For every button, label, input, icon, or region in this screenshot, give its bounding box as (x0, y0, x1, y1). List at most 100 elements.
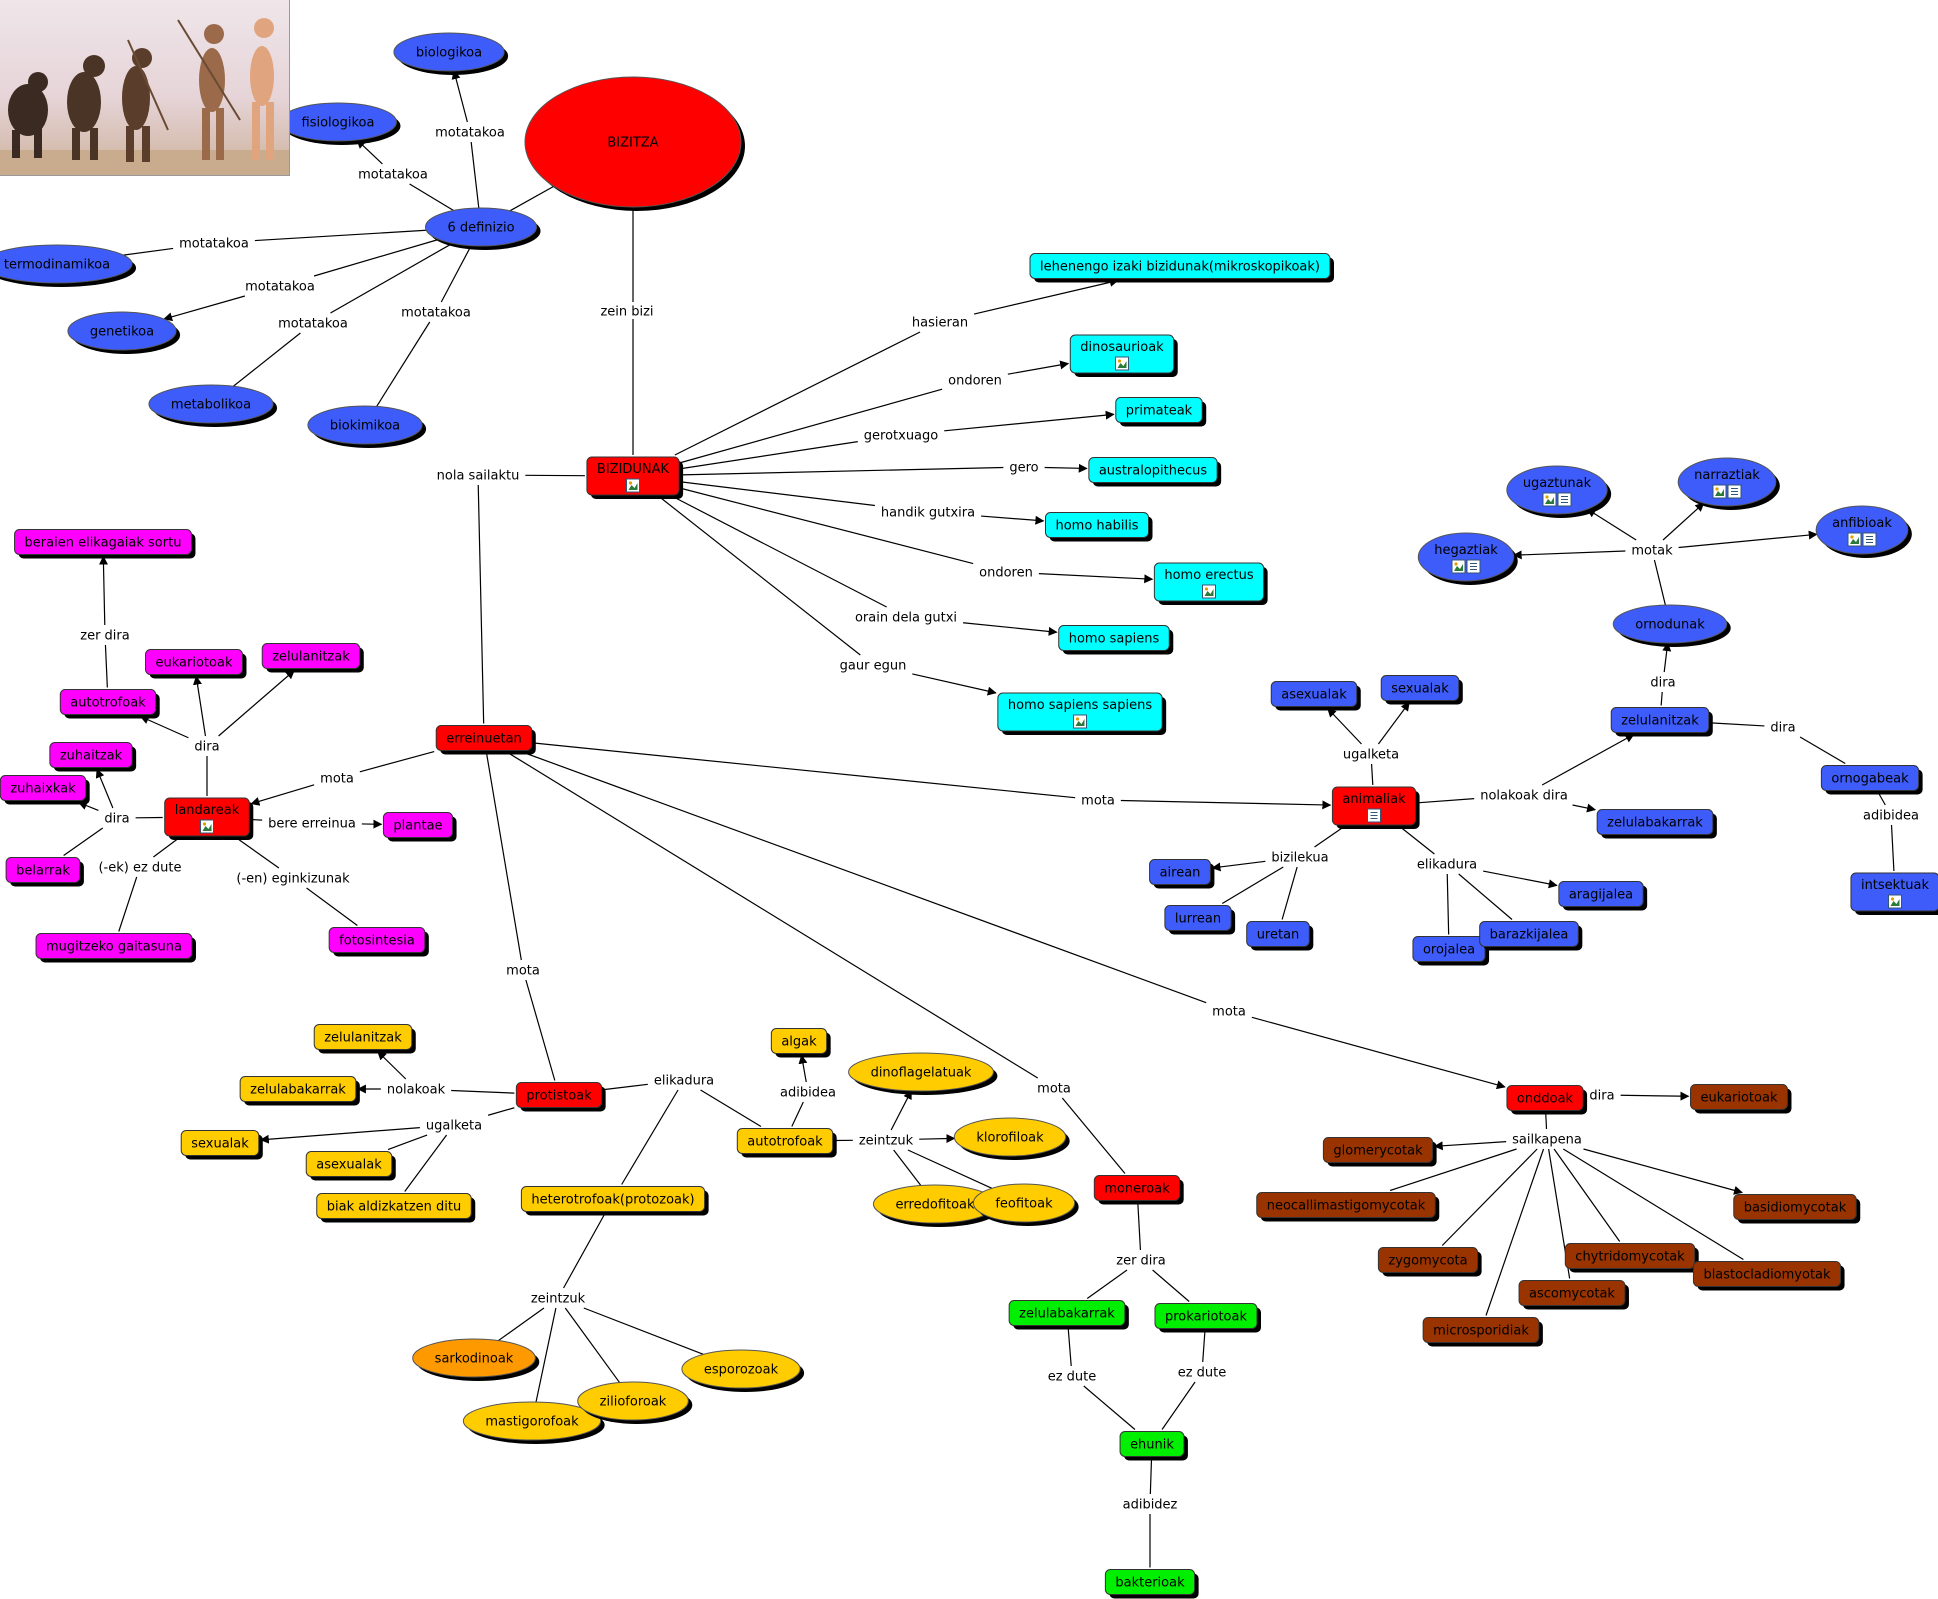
concept-node-airean[interactable]: airean (1149, 859, 1215, 889)
node-label: aragijalea (1569, 888, 1633, 903)
concept-node-ehunik[interactable]: ehunik (1119, 1431, 1188, 1461)
concept-node-autotrofoak-m[interactable]: autotrofoak (59, 689, 160, 719)
picture-icon[interactable] (1451, 559, 1466, 574)
concept-node-ugaztunak[interactable]: ugaztunak (1506, 465, 1612, 518)
document-icon[interactable] (1367, 808, 1381, 823)
concept-node-habilis[interactable]: homo habilis (1044, 512, 1153, 542)
concept-node-metabolikoa[interactable]: metabolikoa (148, 384, 278, 427)
concept-node-sapiens[interactable]: homo sapiens (1058, 625, 1174, 655)
concept-node-moneroak[interactable]: moneroak (1093, 1175, 1184, 1205)
concept-node-animaliak[interactable]: animaliak (1331, 786, 1420, 829)
concept-node-neocalli[interactable]: neocallimastigomycotak (1256, 1192, 1440, 1222)
concept-node-biokimikoa[interactable]: biokimikoa (307, 405, 427, 448)
concept-node-autotrofoak-y[interactable]: autotrofoak (736, 1128, 837, 1158)
picture-icon[interactable] (200, 819, 214, 834)
picture-icon[interactable] (1542, 492, 1557, 507)
concept-node-sexualak-b[interactable]: sexualak (1380, 675, 1463, 705)
concept-node-zuhaitzak[interactable]: zuhaitzak (49, 742, 137, 772)
concept-node-zelulanitzak-b[interactable]: zelulanitzak (1610, 707, 1713, 737)
concept-node-narraztiak[interactable]: narraztiak (1677, 457, 1780, 510)
concept-node-feofitoak[interactable]: feofitoak (972, 1183, 1079, 1226)
concept-node-bizidunak[interactable]: BIZIDUNAK (586, 456, 684, 499)
concept-node-dinosaurioak[interactable]: dinosaurioak (1069, 334, 1178, 377)
concept-node-sarkodinoak[interactable]: sarkodinoak (412, 1338, 540, 1381)
concept-node-erreinuetan[interactable]: erreinuetan (435, 725, 536, 755)
picture-icon[interactable] (1202, 584, 1216, 599)
concept-node-intsektuak[interactable]: intsektuak (1850, 872, 1938, 915)
concept-node-ornogabeak[interactable]: ornogabeak (1820, 765, 1923, 795)
concept-node-erredofitoak[interactable]: erredofitoak (872, 1184, 1001, 1227)
concept-node-zuhaixkak[interactable]: zuhaixkak (0, 775, 90, 805)
concept-node-termodinamikoa[interactable]: termodinamikoa (0, 244, 137, 287)
concept-node-zelulabakarrak-g[interactable]: zelulabakarrak (1008, 1300, 1129, 1330)
concept-node-mastigorofoak[interactable]: mastigorofoak (462, 1401, 605, 1444)
picture-icon[interactable] (1888, 894, 1902, 909)
concept-node-bakterioak[interactable]: bakterioak (1104, 1569, 1199, 1599)
concept-node-primateak[interactable]: primateak (1115, 397, 1207, 427)
concept-node-erectus[interactable]: homo erectus (1153, 562, 1268, 605)
concept-node-biologikoa[interactable]: biologikoa (393, 32, 509, 75)
concept-node-bizitza[interactable]: BIZITZA (524, 76, 745, 211)
document-icon[interactable] (1557, 492, 1572, 507)
concept-node-ascomycotak[interactable]: ascomycotak (1518, 1280, 1629, 1310)
concept-node-lurrean[interactable]: lurrean (1164, 905, 1236, 935)
concept-node-definizio[interactable]: 6 definizio (424, 207, 541, 250)
concept-node-elikagaiak[interactable]: beraien elikagaiak sortu (14, 529, 196, 559)
concept-node-zygomycota[interactable]: zygomycota (1377, 1247, 1482, 1277)
picture-icon[interactable] (1115, 356, 1129, 371)
concept-node-prokariotoak[interactable]: prokariotoak (1154, 1303, 1261, 1333)
concept-node-zelulanitzak-y[interactable]: zelulanitzak (313, 1024, 416, 1054)
concept-node-belarrak[interactable]: belarrak (5, 857, 84, 887)
concept-node-zilioforoak[interactable]: zilioforoak (577, 1381, 693, 1424)
concept-node-asexualak-y[interactable]: asexualak (305, 1151, 396, 1181)
concept-node-mugitzeko[interactable]: mugitzeko gaitasuna (35, 933, 196, 963)
document-icon[interactable] (1727, 484, 1742, 499)
concept-node-zelulabakarrak-y[interactable]: zelulabakarrak (239, 1076, 360, 1106)
concept-node-microsporidiak[interactable]: microsporidiak (1422, 1317, 1543, 1347)
concept-node-genetikoa[interactable]: genetikoa (67, 311, 181, 354)
concept-node-australopithecus[interactable]: australopithecus (1088, 457, 1222, 487)
concept-node-protistoak[interactable]: protistoak (515, 1082, 606, 1112)
concept-node-asexualak-b[interactable]: asexualak (1270, 681, 1361, 711)
concept-node-anfibioak[interactable]: anfibioak (1815, 505, 1912, 558)
concept-node-sexualak-y[interactable]: sexualak (180, 1130, 263, 1160)
concept-node-heterotrofoak[interactable]: heterotrofoak(protozoak) (520, 1186, 709, 1216)
concept-node-onddoak[interactable]: onddoak (1506, 1085, 1588, 1115)
document-icon[interactable] (1466, 559, 1481, 574)
link-label: zeintzuk (859, 1134, 914, 1149)
concept-node-fisiologikoa[interactable]: fisiologikoa (279, 102, 401, 145)
concept-node-aragijalea[interactable]: aragijalea (1558, 881, 1648, 911)
concept-node-barazkijalea[interactable]: barazkijalea (1479, 921, 1583, 951)
concept-node-uretan[interactable]: uretan (1246, 921, 1314, 951)
picture-icon[interactable] (1847, 532, 1862, 547)
node-box (59, 689, 157, 715)
concept-node-sapiens2[interactable]: homo sapiens sapiens (997, 692, 1167, 735)
picture-icon[interactable] (1712, 484, 1727, 499)
node-label: zelulabakarrak (1607, 816, 1703, 831)
node-label: fotosintesia (339, 934, 415, 949)
document-icon[interactable] (1862, 532, 1877, 547)
concept-node-glomerycotak[interactable]: glomerycotak (1322, 1137, 1437, 1167)
concept-node-eukariotoak-r[interactable]: eukariotoak (1690, 1084, 1792, 1114)
concept-node-chytridomycotak[interactable]: chytridomycotak (1564, 1243, 1699, 1273)
picture-icon[interactable] (1073, 714, 1087, 729)
concept-node-dinoflagelatuak[interactable]: dinoflagelatuak (848, 1052, 998, 1095)
concept-node-basidiomycotak[interactable]: basidiomycotak (1733, 1194, 1861, 1224)
concept-node-esporozoak[interactable]: esporozoak (681, 1349, 805, 1392)
concept-node-klorofiloak[interactable]: klorofiloak (953, 1117, 1070, 1160)
concept-node-biak[interactable]: biak aldizkatzen ditu (316, 1193, 476, 1223)
concept-node-blastocladiomyotak[interactable]: blastocladiomyotak (1692, 1261, 1845, 1291)
concept-node-zelulanitzak-m[interactable]: zelulanitzak (261, 643, 364, 673)
line-connector (1653, 559, 1666, 606)
concept-node-algak[interactable]: algak (770, 1028, 831, 1058)
concept-node-lehenengo[interactable]: lehenengo izaki bizidunak(mikroskopikoak… (1029, 253, 1334, 283)
concept-node-hegaztiak[interactable]: hegaztiak (1417, 532, 1518, 585)
concept-node-landareak[interactable]: landareak (164, 797, 254, 840)
concept-node-fotosintesia[interactable]: fotosintesia (328, 927, 429, 957)
picture-icon[interactable] (626, 478, 640, 493)
concept-node-ornodunak[interactable]: ornodunak (1612, 604, 1731, 647)
concept-node-orojalea[interactable]: orojalea (1412, 936, 1490, 966)
concept-node-eukariotoak-m[interactable]: eukariotoak (145, 649, 247, 679)
concept-node-zelulabakarrak-b[interactable]: zelulabakarrak (1596, 809, 1717, 839)
concept-node-plantae[interactable]: plantae (382, 812, 457, 842)
